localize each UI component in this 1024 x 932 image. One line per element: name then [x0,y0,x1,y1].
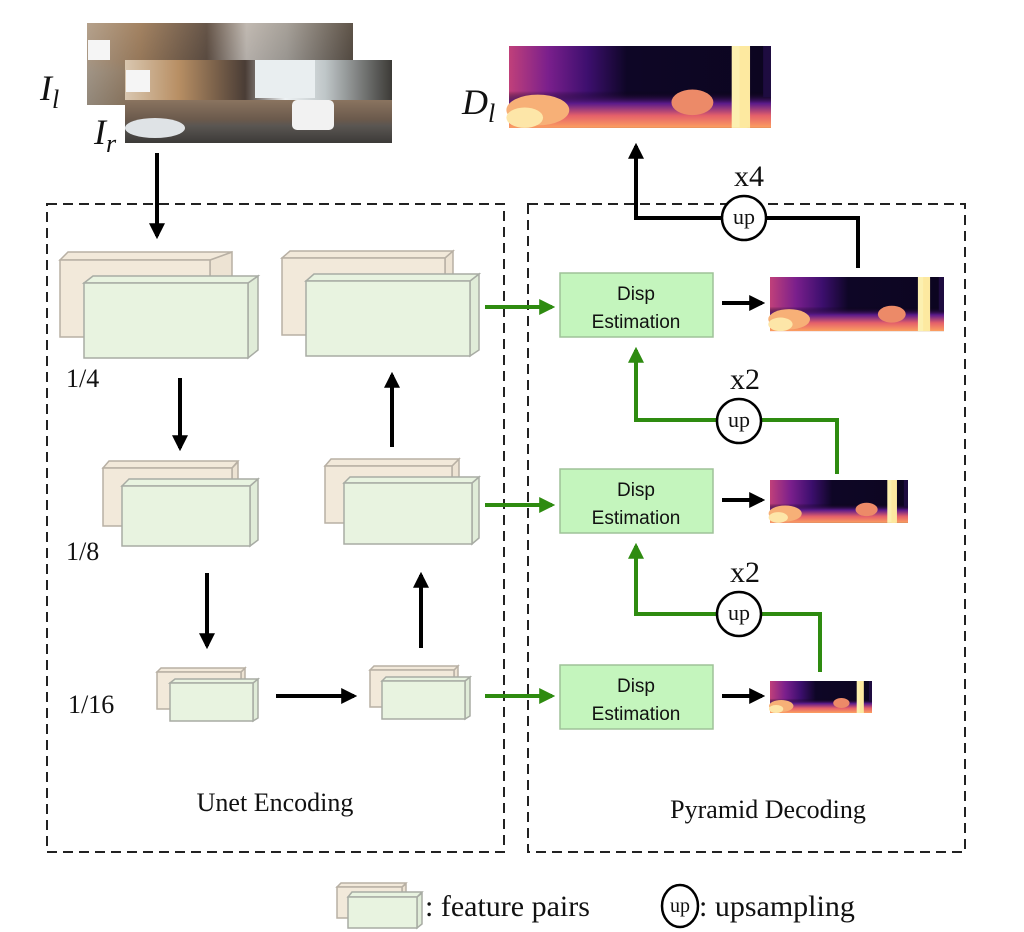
legend-up-icon: up [660,883,700,929]
upsample-factor-x2-lower: x2 [730,556,760,589]
upsample-node-x4: up [720,194,768,242]
upsample-node-x2-lower: up [715,590,763,638]
feature-pair-dec-1-16 [368,664,473,721]
feature-pair-enc-1-4 [58,250,261,360]
input-right-label: Ir [93,112,117,158]
feature-pair-dec-1-4 [280,249,482,358]
scale-label-1-8: 1/8 [66,537,99,566]
decoder-title: Pyramid Decoding [670,795,866,824]
encoder-container [46,203,505,853]
input-left-label: Il [39,68,59,114]
output-label: Dl [461,82,495,128]
svg-text:Disp: Disp [617,676,655,697]
input-image-right [125,60,392,143]
disparity-map-1-8 [768,480,908,523]
legend-feature-pairs-label: : feature pairs [425,890,590,923]
legend-upsampling-label: : upsampling [699,890,855,923]
scale-label-1-16: 1/16 [68,690,114,719]
disparity-map-1-4 [768,277,944,332]
disp-estimation-1-16: Disp Estimation [559,664,714,730]
feature-pair-enc-1-8 [101,460,260,548]
feature-pair-dec-1-8 [323,457,482,546]
svg-text:up: up [728,600,750,625]
svg-text:Estimation: Estimation [592,508,681,529]
scale-label-1-4: 1/4 [66,364,99,393]
disp-estimation-1-4: Disp Estimation [559,272,714,338]
disparity-map-1-16 [768,681,872,713]
svg-text:Disp: Disp [617,480,655,501]
upsample-node-x2-upper: up [715,397,763,445]
legend-feature-pair-icon [335,882,424,930]
encoder-title: Unet Encoding [197,788,354,817]
svg-text:up: up [728,407,750,432]
decoder-container [527,203,966,853]
upsample-factor-x2-upper: x2 [730,363,760,396]
svg-text:Disp: Disp [617,284,655,305]
disp-estimation-1-8: Disp Estimation [559,468,714,534]
feature-pair-enc-1-16 [155,666,261,723]
svg-text:Estimation: Estimation [592,312,681,333]
svg-text:up: up [670,895,690,917]
svg-text:up: up [733,204,755,229]
svg-text:Estimation: Estimation [592,704,681,725]
upsample-factor-x4: x4 [734,160,764,193]
output-disparity-map [506,46,771,128]
